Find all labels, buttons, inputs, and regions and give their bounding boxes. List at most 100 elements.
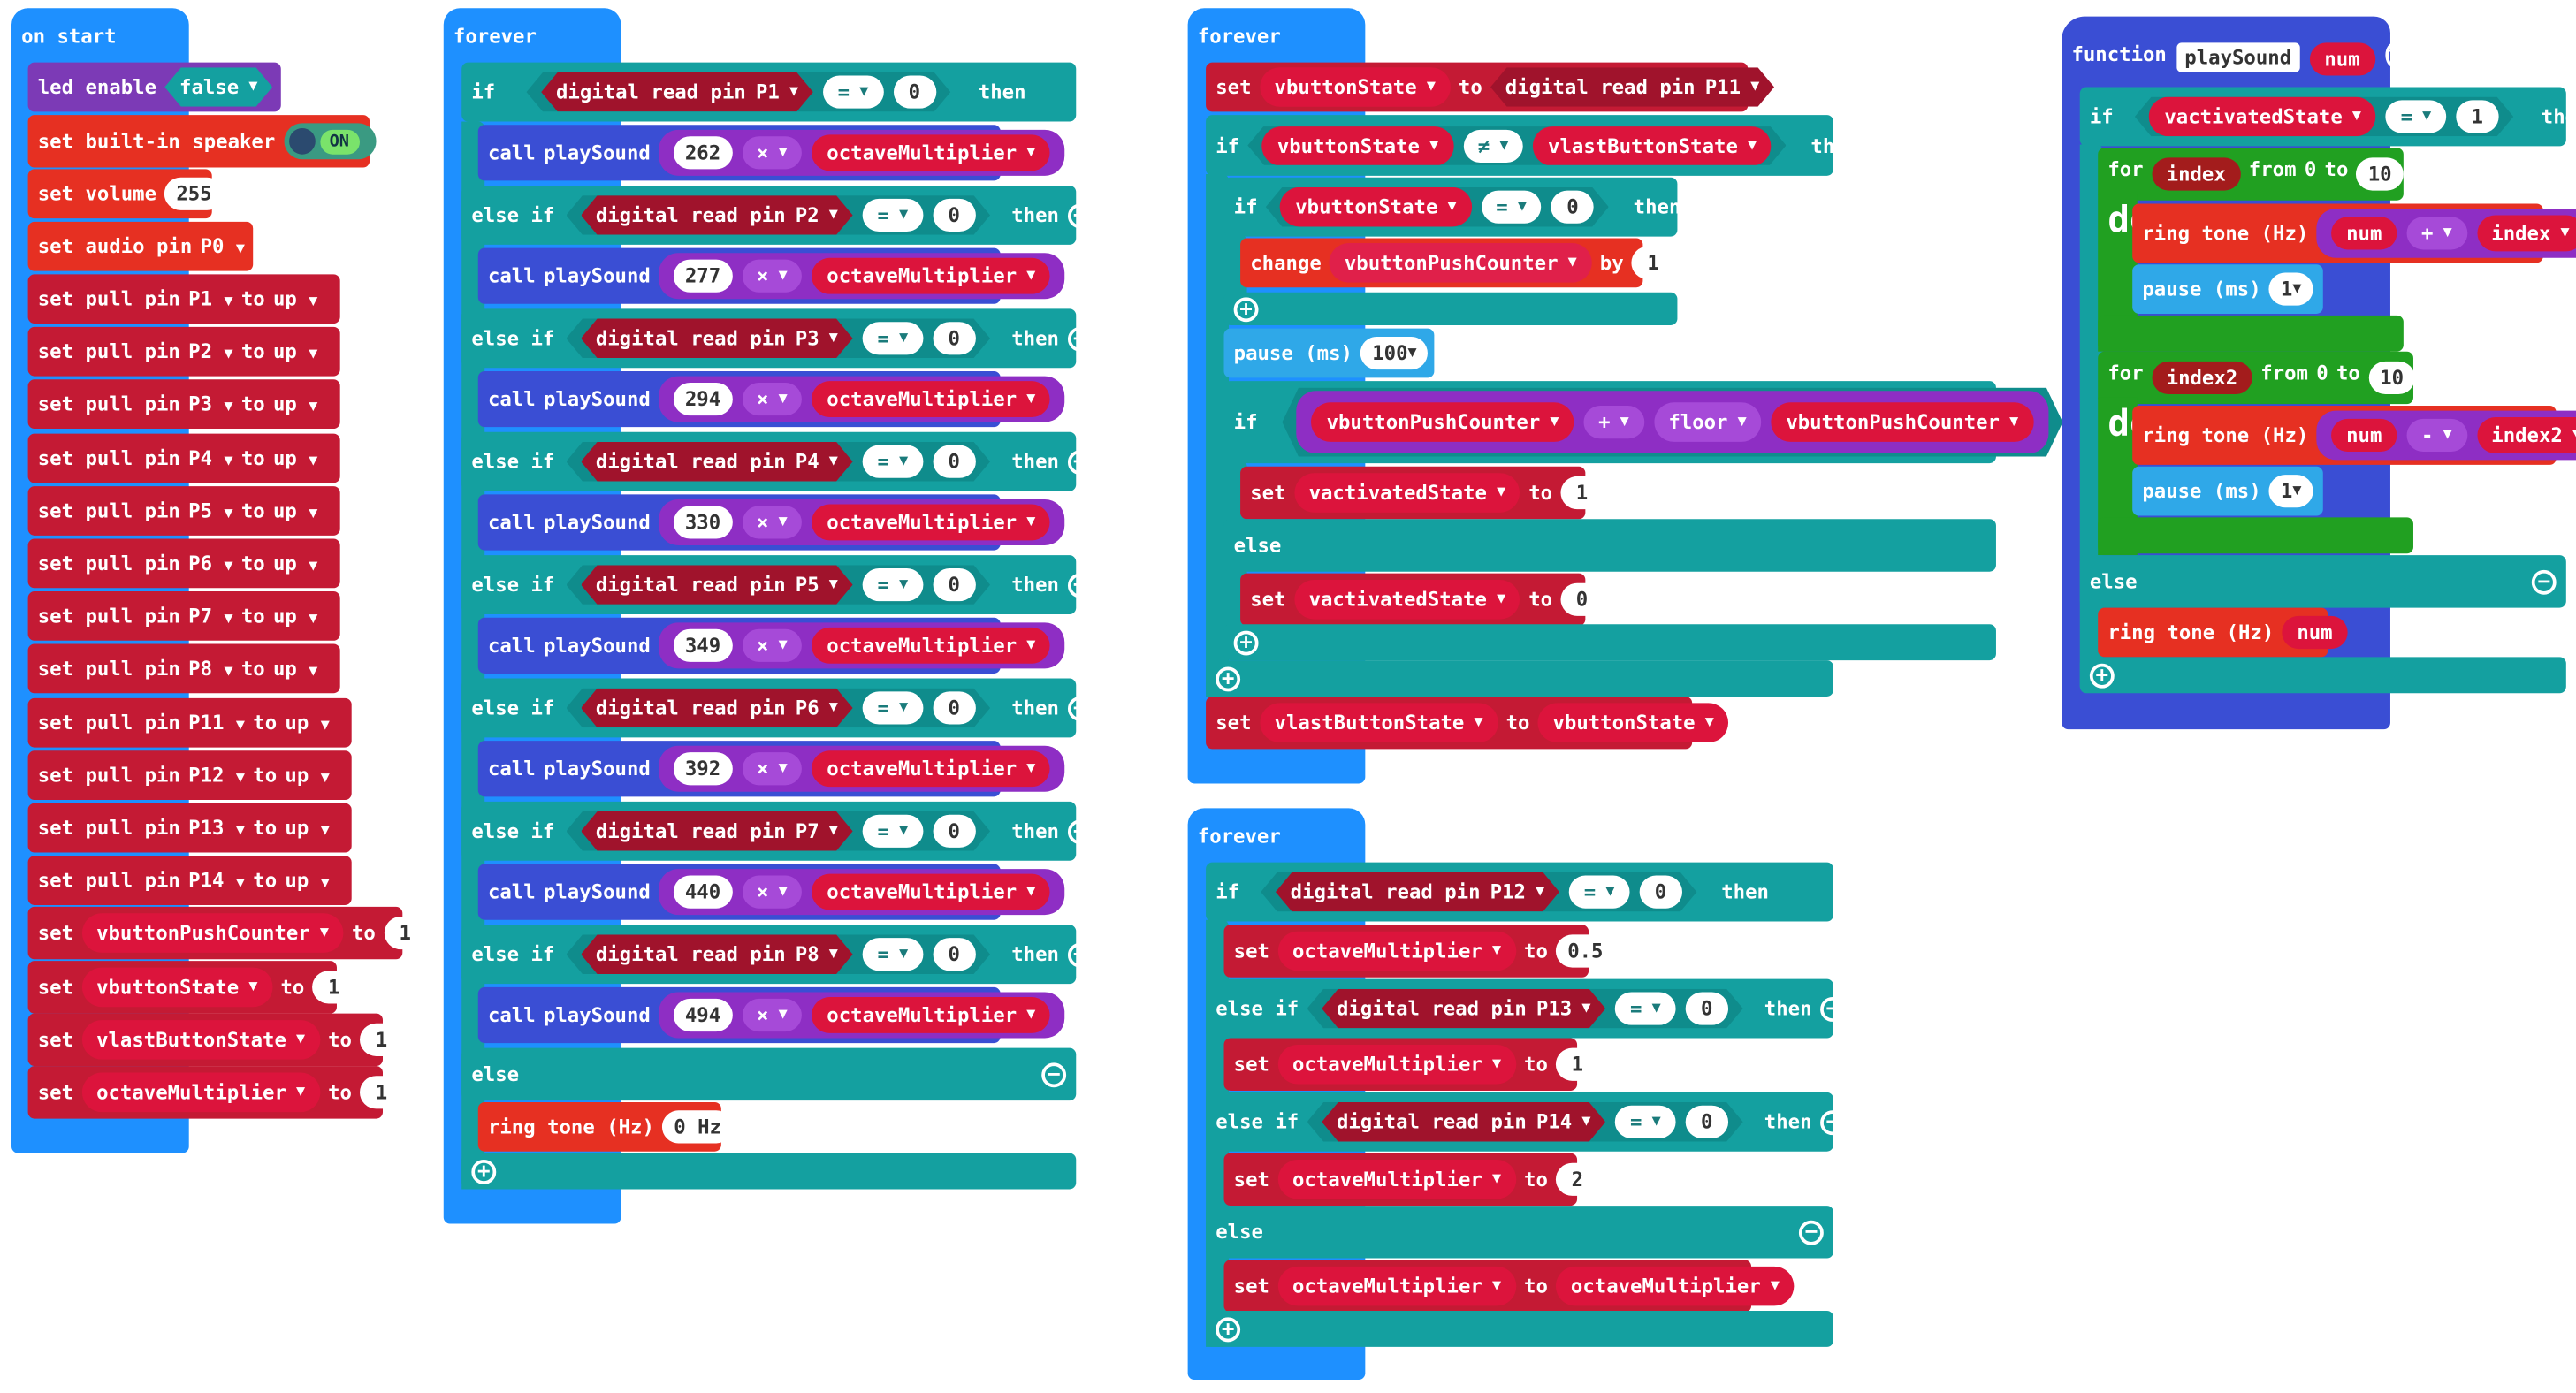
frequency-input[interactable]: 494 [673,998,733,1032]
operator-dropdown[interactable]: =▼ [863,322,923,354]
remove-branch-icon[interactable]: − [1067,818,1093,844]
operator-dropdown[interactable]: =▼ [863,815,923,848]
value-input[interactable]: 1 [312,971,355,1004]
operator-dropdown[interactable]: =▼ [863,199,923,232]
pause-dropdown[interactable]: 100 ▼ [1360,336,1429,370]
value-input[interactable]: 0 [933,815,975,848]
to-value[interactable]: 10 [2368,361,2416,395]
add-branch-icon[interactable]: + [1216,666,1241,691]
operator-dropdown[interactable]: =▼ [2386,100,2446,133]
var-dropdown[interactable]: octaveMultiplier▼ [812,627,1051,664]
to-value[interactable]: 10 [2356,157,2404,191]
param-num[interactable]: num [2331,217,2397,250]
frequency-input[interactable]: 294 [673,383,733,416]
value-input[interactable]: 1 [2456,100,2498,133]
var-dropdown[interactable]: vlastButtonState▼ [81,1020,320,1060]
pin-dropdown[interactable]: P5 ▼ [188,499,232,522]
volume-value[interactable]: 255 [164,177,224,210]
remove-else-icon[interactable]: − [1041,1062,1067,1087]
value-input[interactable]: 1 [384,916,427,950]
var-dropdown[interactable]: index2▼ [2476,417,2576,453]
value-input[interactable]: 0 [1560,582,1604,616]
compare-block[interactable]: vactivatedState▼ =▼ 1 [2135,97,2513,137]
pin-dropdown[interactable]: P8 ▼ [188,658,232,681]
operator-dropdown[interactable]: =▼ [1569,876,1629,909]
collapse-icon[interactable]: ^ [2384,42,2402,68]
var-dropdown[interactable]: vactivatedState▼ [2150,97,2376,137]
remove-branch-icon[interactable]: − [1067,572,1093,598]
var-dropdown[interactable]: octaveMultiplier▼ [1277,1160,1516,1199]
pin-dropdown[interactable]: P13 ▼ [188,817,245,840]
compare-block[interactable]: vbuttonState▼=▼0 [1266,187,1609,227]
var-dropdown[interactable]: vbuttonState▼ [1281,187,1472,227]
multiply-block[interactable]: 440×▼octaveMultiplier▼ [659,869,1065,916]
operator-dropdown[interactable]: -▼ [2406,418,2467,453]
operator-dropdown[interactable]: =▼ [863,691,923,724]
operator-dropdown[interactable]: =▼ [1615,1106,1675,1138]
pin-dropdown[interactable]: P4 ▼ [188,446,232,469]
remove-branch-icon[interactable]: − [1067,696,1093,720]
remove-branch-icon[interactable]: − [1067,941,1093,967]
multiply-block[interactable]: 349×▼octaveMultiplier▼ [659,622,1065,669]
difference-block[interactable]: num-▼index2▼ [2316,410,2576,461]
pull-mode-dropdown[interactable]: up ▼ [285,764,329,787]
value-input[interactable]: 1 [360,1076,403,1109]
frequency-input[interactable]: 330 [673,506,733,539]
var-dropdown[interactable]: vbuttonState▼ [1537,703,1729,742]
operator-dropdown[interactable]: +▼ [2406,217,2467,250]
operator-dropdown[interactable]: ×▼ [742,259,803,293]
pause-1-block[interactable]: pause (ms)1 ▼ [2132,264,2323,314]
frequency-input[interactable]: 440 [673,875,733,909]
var-dropdown[interactable]: vbuttonPushCounter▼ [1330,243,1592,283]
pin-dropdown[interactable]: P1 ▼ [188,287,232,310]
multiply-block[interactable]: 277×▼octaveMultiplier▼ [659,253,1065,300]
param-num[interactable]: num [2309,42,2375,76]
pull-mode-dropdown[interactable]: up ▼ [273,552,317,575]
var-dropdown[interactable]: octaveMultiplier▼ [812,873,1051,910]
hz-dropdown[interactable]: 0 Hz [662,1110,733,1144]
operator-dropdown[interactable]: ×▼ [742,383,803,416]
var-dropdown[interactable]: vactivatedState▼ [1293,580,1520,620]
function-name-field[interactable]: playSound [2176,42,2300,72]
value-input[interactable]: 0 [933,938,975,971]
remove-branch-icon[interactable]: − [1067,325,1093,351]
value-input[interactable]: 0 [933,568,975,601]
remove-branch-icon[interactable]: − [1067,449,1093,475]
loop-var[interactable]: index2 [2151,361,2252,395]
value-input[interactable]: 0 [933,445,975,478]
